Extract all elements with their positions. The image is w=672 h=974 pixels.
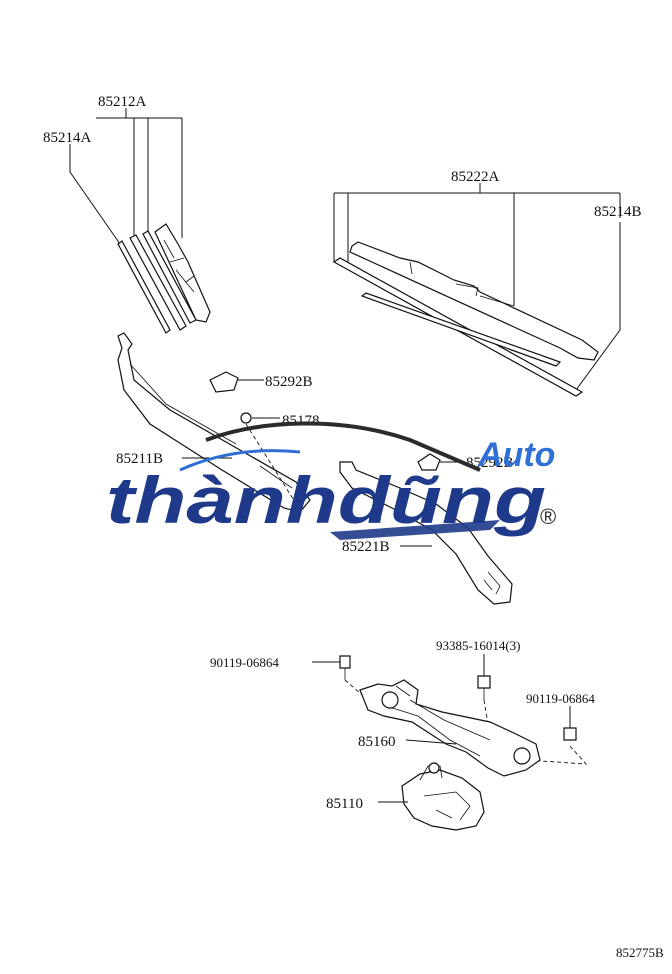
label-90119-06864-right: 90119-06864 [526,691,595,706]
label-93385-16014: 93385-16014(3) [436,638,521,653]
label-85212a: 85212A [98,94,147,110]
rubber-refill-85214b [360,292,562,367]
wiper-linkage-85160 [359,679,541,777]
label-85178: 85178 [282,413,320,429]
front-wiper-blade-group [69,108,211,334]
label-85211b: 85211B [116,451,163,467]
pivot-right [513,747,531,765]
rubber-refill-85214a [117,240,171,334]
wiper-arm-group [117,332,513,605]
passenger-wiper-blade-85222a [349,241,599,361]
label-85222a: 85222A [451,169,500,185]
label-90119-06864-left: 90119-06864 [210,655,279,670]
label-85221b: 85221B [342,539,390,555]
watermark-sub: Auto [477,436,555,474]
label-85214b: 85214B [594,204,642,220]
registered-mark: ® [540,504,556,529]
pivot-cap-85292b-right [417,453,441,471]
pivot-left [381,691,399,709]
bolt-90119-06864-left [339,655,351,669]
brand-watermark: Auto thànhdũng ® [106,421,556,540]
label-85214a: 85214A [43,130,92,146]
bolt-90119-06864-right [563,727,577,741]
label-85110: 85110 [326,796,363,812]
linkage-motor-group [312,654,588,831]
blade-strip [129,234,187,331]
label-85292b-left: 85292B [265,374,313,390]
figure-code: 852775B [616,945,664,960]
nut-85178 [240,412,252,424]
car-silhouette-icon [205,421,481,472]
pivot-cap-85292b [209,371,239,393]
motor-shaft [428,762,440,774]
passenger-wiper-arm-85221b [339,461,513,605]
passenger-wiper-blade-group [332,183,621,397]
label-85160: 85160 [358,734,396,750]
part-labels: 85212A 85214A 85222A 85214B 85292B 85178… [43,94,664,960]
bolt-93385-16014 [477,675,491,689]
wiper-motor-85110 [401,769,485,831]
